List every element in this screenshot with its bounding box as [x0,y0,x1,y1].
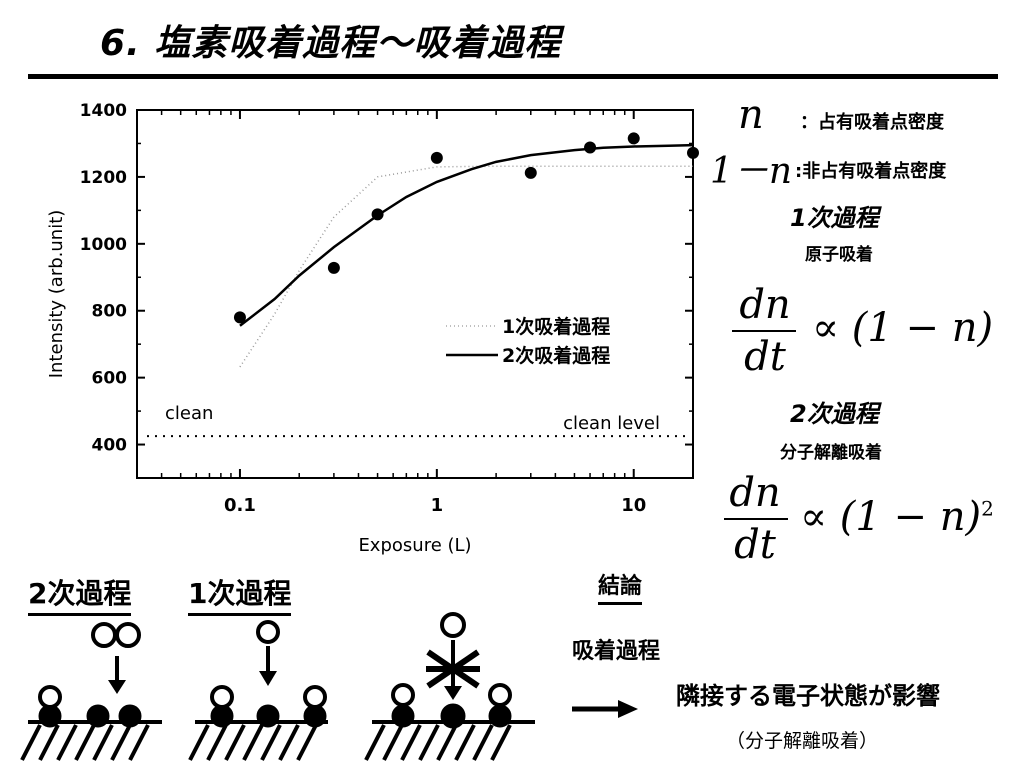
conclusion-line2: 隣接する電子状態が影響 [676,682,940,710]
data-point [687,146,699,159]
fit-curve-first-order [239,165,693,368]
legend-label-1: 1次吸着過程 [502,315,610,338]
clean-annotation: clean [165,403,213,424]
process1-heading: 1次過程 [790,204,879,232]
diagram-label-1st-order-text: 1次過程 [188,577,292,616]
surface-panel-blocked [364,612,535,761]
eq2-exponent: 2 [981,496,994,521]
eq2-rhs-text: ∝ (1 − n) [800,494,982,540]
one-minus-n-definition: :非占有吸着点密度 [795,161,947,182]
eq1-denominator: dt [744,334,786,380]
conclusion-heading-text: 結論 [598,574,643,605]
y-tick-label: 1400 [80,101,127,121]
surface-panel-1st-order [188,620,328,761]
clean-level-annotation: clean level [563,413,660,434]
surface-panel-2nd-order [20,622,162,761]
conclusion-arrow-icon [572,700,638,718]
page-title: 6. 塩素吸着過程～吸着過程 [100,23,562,64]
diagram-label-1st-order: 1次過程 [188,572,292,616]
eq2-numerator: dn [729,470,781,516]
y-tick-label: 1000 [80,235,127,255]
data-point [584,141,597,154]
process2-heading: 2次過程 [790,400,879,428]
n-definition: ：占有吸着点密度 [800,112,944,133]
x-tick-label: 10 [621,495,646,516]
eq1-numerator: dn [739,282,791,328]
fit-curve-second-order [239,143,694,327]
data-point [233,311,246,324]
data-point [524,166,537,179]
axis-ticks: 400 600 800 1000 1200 1400 0.1 1 10 [80,101,693,516]
y-tick-label: 800 [92,302,128,322]
data-points [233,132,699,324]
blocked-cross-icon [426,649,480,689]
y-tick-label: 1200 [80,168,127,188]
conclusion-heading: 結論 [598,568,643,605]
y-axis-label: Intensity (arb.unit) [46,210,67,379]
data-point [371,208,384,221]
legend-label-2: 2次吸着過程 [502,344,610,367]
x-tick-label: 0.1 [224,495,256,516]
process2-subheading: 分子解離吸着 [780,443,882,463]
y-tick-label: 400 [92,436,128,456]
x-tick-label: 1 [431,495,444,516]
diagram-label-2nd-order: 2次過程 [28,572,132,616]
one-minus-n-symbol: 1－n [710,151,793,192]
data-point [327,261,340,274]
conclusion-line1: 吸着過程 [572,639,661,664]
eq2-fraction-bar [724,518,788,520]
eq1-rhs: ∝ (1 − n) [812,305,994,351]
eq2-denominator: dt [734,522,776,568]
x-axis-label: Exposure (L) [358,535,471,556]
data-point [430,151,443,164]
y-tick-label: 600 [92,369,128,389]
eq1-fraction-bar [732,330,796,332]
n-symbol: n [738,92,764,138]
fit-curves [239,143,694,368]
diagram-label-2nd-order-text: 2次過程 [28,577,132,616]
conclusion-line3: （分子解離吸着） [726,730,879,752]
plot-frame [136,109,694,479]
process1-subheading: 原子吸着 [805,245,873,265]
data-point [627,132,640,145]
title-divider [28,74,998,79]
eq2-rhs: ∝ (1 − n)2 [800,494,994,540]
